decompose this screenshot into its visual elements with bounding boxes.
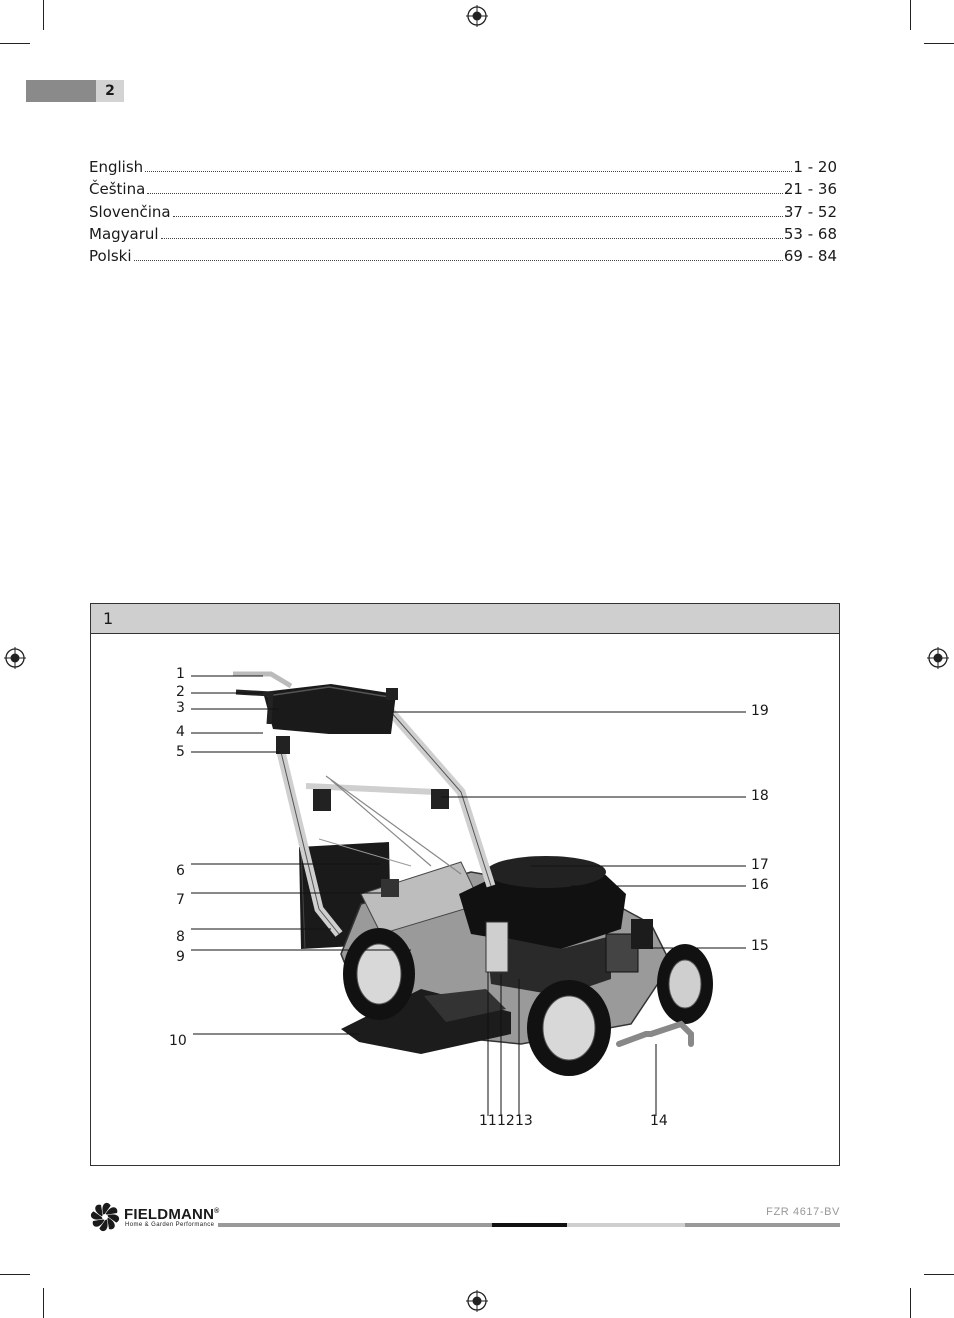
callout-5: 5 — [176, 744, 185, 760]
toc-pages: 21 - 36 — [783, 180, 837, 199]
fieldmann-logo-icon — [90, 1202, 120, 1232]
crop-mark — [910, 1288, 911, 1318]
callout-14: 14 — [650, 1113, 668, 1129]
callout-16: 16 — [751, 877, 769, 893]
toc-leader — [147, 193, 783, 195]
footer-rule — [492, 1223, 567, 1227]
toc-pages: 69 - 84 — [783, 247, 837, 266]
footer-rule — [567, 1223, 685, 1227]
toc-language: Magyarul — [89, 224, 159, 243]
crop-mark — [0, 43, 30, 44]
brand-tagline: Home & Garden Performance — [125, 1222, 215, 1228]
crop-mark — [924, 1274, 954, 1275]
figure-panel: 1 — [90, 603, 840, 1166]
callout-10: 10 — [169, 1033, 187, 1049]
callout-1: 1 — [176, 666, 185, 682]
toc-pages: 1 - 20 — [793, 158, 837, 176]
brand-name: FIELDMANN® — [124, 1206, 219, 1223]
callout-2: 2 — [176, 684, 185, 700]
toc-language: Čeština — [89, 180, 146, 199]
page-tab-bar — [26, 80, 96, 102]
toc-row-polish[interactable]: Polski 69 - 84 — [89, 247, 837, 269]
lawn-mower-illustration — [191, 671, 746, 1116]
callout-6: 6 — [176, 863, 185, 879]
model-number: FZR 4617-BV — [766, 1206, 840, 1218]
registration-mark-icon — [466, 5, 488, 27]
callout-3: 3 — [176, 700, 185, 716]
callout-7: 7 — [176, 892, 185, 908]
callout-19: 19 — [751, 703, 769, 719]
page-number-tab: 2 — [26, 80, 124, 102]
crop-mark — [924, 43, 954, 44]
callout-12: 12 — [497, 1113, 515, 1129]
figure-number: 1 — [103, 609, 114, 628]
footer-rule — [685, 1223, 840, 1227]
toc-leader — [133, 260, 783, 262]
brand-reg-mark: ® — [214, 1208, 220, 1215]
toc-row-english[interactable]: English 1 - 20 — [89, 158, 837, 180]
crop-mark — [43, 1288, 44, 1318]
table-of-contents: English 1 - 20 Čeština 21 - 36 Slovenčin… — [89, 158, 837, 269]
callout-11: 11 — [479, 1113, 497, 1129]
callout-4: 4 — [176, 724, 185, 740]
toc-language: Slovenčina — [89, 202, 171, 221]
toc-row-czech[interactable]: Čeština 21 - 36 — [89, 180, 837, 202]
callout-17: 17 — [751, 857, 769, 873]
registration-mark-icon — [466, 1290, 488, 1312]
toc-pages: 53 - 68 — [783, 224, 837, 243]
toc-leader — [160, 237, 783, 239]
registration-mark-icon — [927, 647, 949, 669]
brand-wordmark: FIELDMANN — [124, 1206, 215, 1223]
toc-leader — [172, 215, 783, 217]
toc-row-hungarian[interactable]: Magyarul 53 - 68 — [89, 225, 837, 247]
toc-pages: 37 - 52 — [783, 202, 837, 221]
callout-15: 15 — [751, 938, 769, 954]
registration-mark-icon — [4, 647, 26, 669]
callout-8: 8 — [176, 929, 185, 945]
page-number: 2 — [96, 80, 124, 102]
callout-9: 9 — [176, 949, 185, 965]
toc-leader — [145, 171, 793, 172]
toc-language: English — [89, 158, 144, 176]
callout-18: 18 — [751, 788, 769, 804]
footer-rule — [218, 1223, 492, 1227]
crop-mark — [910, 0, 911, 30]
figure-header: 1 — [91, 604, 839, 634]
toc-language: Polski — [89, 247, 132, 266]
crop-mark — [0, 1274, 30, 1275]
crop-mark — [43, 0, 44, 30]
callout-13: 13 — [515, 1113, 533, 1129]
toc-row-slovak[interactable]: Slovenčina 37 - 52 — [89, 203, 837, 225]
